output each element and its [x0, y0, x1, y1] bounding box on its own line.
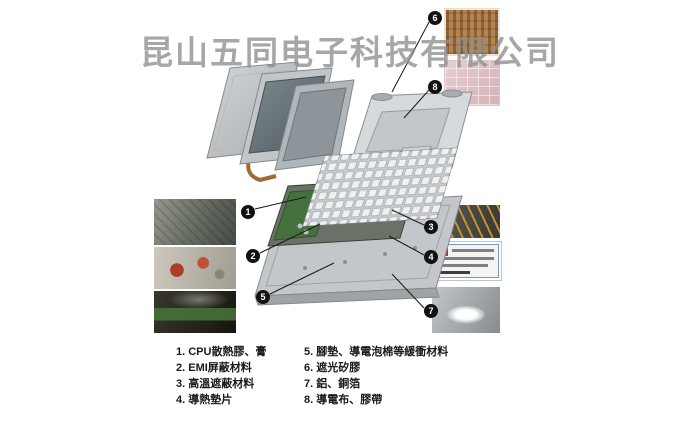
callout-2-number: 2: [250, 251, 256, 261]
callout-4-number: 4: [428, 252, 434, 262]
callout-1-number: 1: [245, 207, 251, 217]
hinge-left: [371, 93, 393, 101]
label-text-line: [452, 249, 494, 252]
photo-aluminum-copper-foil: [432, 287, 500, 333]
callout-6: 6: [428, 11, 442, 25]
callout-4: 4: [424, 250, 438, 264]
callout-7-number: 7: [428, 306, 434, 316]
label-text-line: [438, 257, 494, 260]
legend-right-column: 5. 腳墊、導電泡棉等緩衝材料 6. 遮光矽膠 7. 鋁、銅箔 8. 導電布、膠…: [304, 344, 448, 408]
legend-item-4: 4. 導熱墊片: [176, 394, 233, 406]
leader-line-1: [254, 196, 307, 210]
leader-line-3: [391, 209, 425, 226]
leader-line-7: [391, 273, 425, 309]
callout-6-number: 6: [432, 13, 438, 23]
leader-line-2: [259, 223, 321, 254]
legend-item-6: 6. 遮光矽膠: [304, 362, 361, 374]
photo-cushion-materials: [154, 291, 236, 333]
laptop-inverter-panel: [274, 79, 355, 171]
callout-1: 1: [241, 205, 255, 219]
photo-cpu-thermal-paste: [154, 199, 236, 245]
callout-7: 7: [424, 304, 438, 318]
laptop-keyboard: [302, 147, 458, 227]
callout-2: 2: [246, 249, 260, 263]
label-text-line: [438, 264, 488, 267]
callout-3-number: 3: [428, 222, 434, 232]
leader-line-6: [391, 21, 430, 93]
callout-5: 5: [256, 290, 270, 304]
callout-5-number: 5: [260, 292, 266, 302]
legend-item-1: 1. CPU散熱膠、膏: [176, 346, 267, 358]
legend-item-8: 8. 導電布、膠帶: [304, 394, 383, 406]
callout-8-number: 8: [432, 82, 438, 92]
hinge-right: [441, 89, 463, 98]
leader-line-4: [388, 235, 425, 256]
callout-8: 8: [428, 80, 442, 94]
photo-light-shield-silicone: [444, 8, 500, 56]
legend-item-7: 7. 鋁、銅箔: [304, 378, 361, 390]
label-barcode: [438, 271, 470, 274]
callout-3: 3: [424, 220, 438, 234]
legend-item-3: 3. 高溫遮蔽材料: [176, 378, 255, 390]
legend-left-column: 1. CPU散熱膠、膏 2. EMI屏蔽材料 3. 高溫遮蔽材料 4. 導熱墊片: [176, 344, 266, 408]
legend-item-5: 5. 腳墊、導電泡棉等緩衝材料: [304, 346, 449, 358]
leader-line-5: [269, 262, 335, 295]
leader-line-8: [403, 89, 430, 119]
leader-lines: [254, 21, 430, 309]
photo-emi-shielding-material: [154, 247, 236, 289]
legend-item-2: 2. EMI屏蔽材料: [176, 362, 252, 374]
